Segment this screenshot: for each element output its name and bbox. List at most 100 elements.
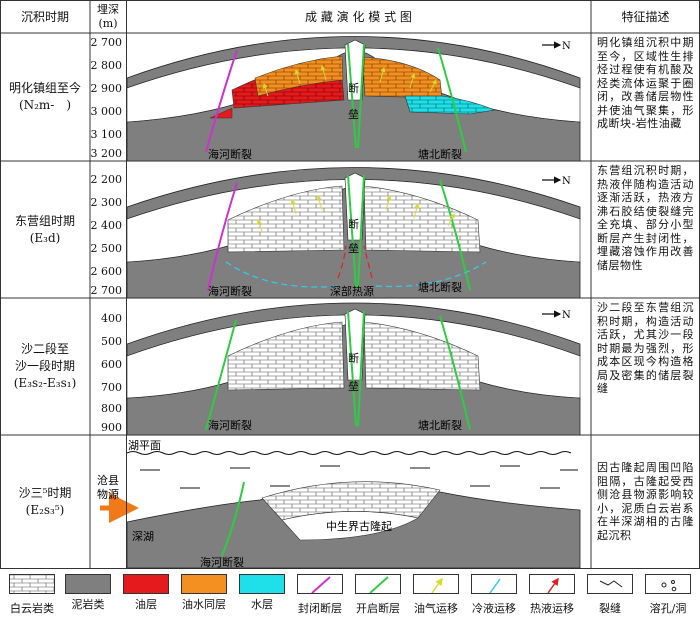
- row1-horst-label-2: 垒: [348, 108, 359, 121]
- row2-north-label: N: [562, 176, 571, 187]
- row4-source-label-2: 物源: [97, 487, 119, 501]
- row3-description: 沙二段至东营组沉积时期，构造活动活跃，尤其沙一段时期最为强烈，形成本区现今构造格…: [597, 301, 694, 395]
- row1-water-layer: [404, 95, 497, 115]
- legend-item-closed-fault: 封闭断层: [288, 570, 352, 616]
- row2-dolomite-right: [363, 185, 481, 253]
- row4-diagram: [100, 451, 581, 569]
- row2-depth-tick: 2 200: [90, 173, 123, 186]
- fracture-swatch-icon: [587, 574, 633, 594]
- row1-fault-left-label: 海河断裂: [208, 147, 252, 161]
- legend-label: 溶孔/洞: [649, 602, 687, 615]
- row2-closed-fault-left: [207, 182, 238, 291]
- row2-era-code: (E₃d): [29, 230, 61, 245]
- row1-era-name: 明化镇组至今: [8, 81, 81, 95]
- row2-depth-tick: 2 700: [90, 284, 123, 297]
- open-fault-swatch-icon: [355, 574, 401, 594]
- row1-fault-right-label: 塘北断裂: [418, 147, 462, 161]
- row2-description: 东营组沉积时期，热液伴随构造活动逐渐活跃，热液方沸石胶结使裂缝完全充填、部分小型…: [597, 164, 694, 272]
- legend-label: 白云岩类: [10, 602, 54, 615]
- vug-swatch-icon: [645, 574, 691, 594]
- row2-depth-tick: 2 400: [90, 219, 123, 232]
- row2-dolomite-left: [227, 185, 345, 253]
- row1-era-code: (N₂m- ): [18, 98, 72, 112]
- row2-depth-tick: 2 500: [90, 242, 123, 255]
- row3-era-name-1: 沙二段至: [20, 342, 69, 356]
- row3-era: 沙二段至 沙一段时期 (E₃s₂-E₃s₁): [0, 298, 90, 435]
- row2-heat-source-label: 深部热源: [330, 284, 374, 298]
- row4-fault-label: 海河断裂: [200, 555, 244, 569]
- row2-diagram: [126, 167, 581, 299]
- row1-closed-fault-left: [205, 49, 238, 153]
- row3-depth-tick: 900: [101, 421, 122, 434]
- row4-uplift-label: 中生界古隆起: [326, 519, 392, 533]
- row1-open-fault-a: [347, 43, 357, 149]
- row3-horst-label-2: 垒: [348, 380, 359, 393]
- legend-item-mudstone: 泥岩类: [56, 570, 120, 612]
- hot-fluid-migration-swatch-icon: [529, 574, 575, 594]
- row3-fault-left-label: 海河断裂: [208, 418, 252, 432]
- header-era: 沉积时期: [20, 10, 69, 24]
- legend-item-vug: 溶孔/洞: [636, 570, 700, 616]
- row3-depth-tick: 700: [101, 381, 122, 394]
- legend-item-oil-gas: 油气运移: [404, 570, 468, 616]
- legend-item-oil: 油层: [114, 570, 178, 612]
- row4-era-name: 沙三⁵时期: [18, 485, 72, 500]
- legend-item-oil-water: 油水同层: [172, 570, 236, 612]
- legend-item-dolomite: 白云岩类: [0, 570, 64, 616]
- legend-item-open-fault: 开启断层: [346, 570, 410, 616]
- row2-era-name: 东营组时期: [14, 213, 75, 228]
- row3-fault-right-label: 塘北断裂: [418, 418, 462, 432]
- row4-lake-surface-label: 湖平面: [128, 439, 161, 452]
- legend-label: 油气运移: [414, 602, 458, 615]
- water-layer-swatch-icon: [239, 574, 285, 594]
- legend-label: 封闭断层: [298, 602, 342, 615]
- row3-era-code: (E₃s₂-E₃s₁): [13, 376, 77, 390]
- row3-era-name-2: 沙一段时期: [14, 359, 75, 373]
- row1-depth-tick: 3 000: [90, 105, 123, 118]
- row2-cold-fluid: [225, 261, 341, 288]
- row2-fault-right-label: 塘北断裂: [418, 280, 462, 294]
- row4-era-code: (E₂s₃⁵): [25, 502, 65, 517]
- row3-depth-tick: 800: [101, 402, 122, 415]
- row1-horst-label-1: 断: [348, 81, 359, 95]
- row1-depth-tick: 3 100: [90, 128, 123, 141]
- row3-open-fault-left: [205, 319, 237, 431]
- row1-north-label: N: [562, 41, 571, 52]
- row1-era: 明化镇组至今 (N₂m- ): [0, 33, 90, 161]
- legend-label: 开启断层: [356, 602, 400, 615]
- row2-horst-label-2: 垒: [348, 242, 359, 255]
- row1-depth-tick: 2 700: [90, 36, 123, 49]
- table-grid: [0, 0, 700, 569]
- row2-fault-left-label: 海河断裂: [208, 284, 252, 298]
- row4-source-label-1: 沧县: [97, 473, 119, 487]
- legend-item-fracture: 裂缝: [578, 570, 642, 616]
- legend: 白云岩类 泥岩类 油层 油水同层 水层 封闭断层 开启断层 油气运移 冷液运移 …: [0, 570, 700, 617]
- row2-depth-tick: 2 600: [90, 265, 123, 278]
- row3-depth-tick: 400: [101, 312, 122, 325]
- row1-depth-tick: 2 900: [90, 82, 123, 95]
- row2-depth-tick: 2 300: [90, 196, 123, 209]
- legend-item-hot-fluid: 热液运移: [520, 570, 584, 616]
- row1-diagram: [126, 36, 581, 162]
- row3-north-label: N: [562, 310, 571, 321]
- depth-divider: [126, 0, 127, 568]
- row1-depth-axis: 2 700 2 800 2 900 3 000 3 100 3 200: [90, 33, 126, 161]
- legend-item-cold-fluid: 冷液运移: [462, 570, 526, 616]
- cold-fluid-migration-swatch-icon: [471, 574, 517, 594]
- legend-label: 冷液运移: [472, 602, 516, 615]
- row4-description: 因古隆起周围凹陷阻隔，古隆起受西侧沧县物源影响较小，泥质白云岩系在半深湖相的古隆…: [597, 461, 694, 542]
- row3-dolomite-right: [363, 321, 481, 391]
- row2-horst-label-1: 断: [348, 217, 359, 231]
- row1-depth-tick: 2 800: [90, 59, 123, 72]
- row2-depth-axis: 2 200 2 300 2 400 2 500 2 600 2 700: [90, 161, 126, 298]
- row3-horst-label-1: 断: [348, 351, 359, 365]
- row2-era: 东营组时期 (E₃d): [0, 161, 90, 298]
- row4-lake-surface: [126, 451, 572, 455]
- legend-item-water: 水层: [230, 570, 294, 612]
- row2-hot-fluid: [337, 245, 347, 279]
- oil-water-swatch-icon: [181, 574, 227, 594]
- legend-label: 热液运移: [530, 602, 574, 615]
- header-diagram: 成 藏 演 化 模 式 图: [305, 10, 412, 24]
- row4-deep-lake-label: 深湖: [132, 530, 154, 543]
